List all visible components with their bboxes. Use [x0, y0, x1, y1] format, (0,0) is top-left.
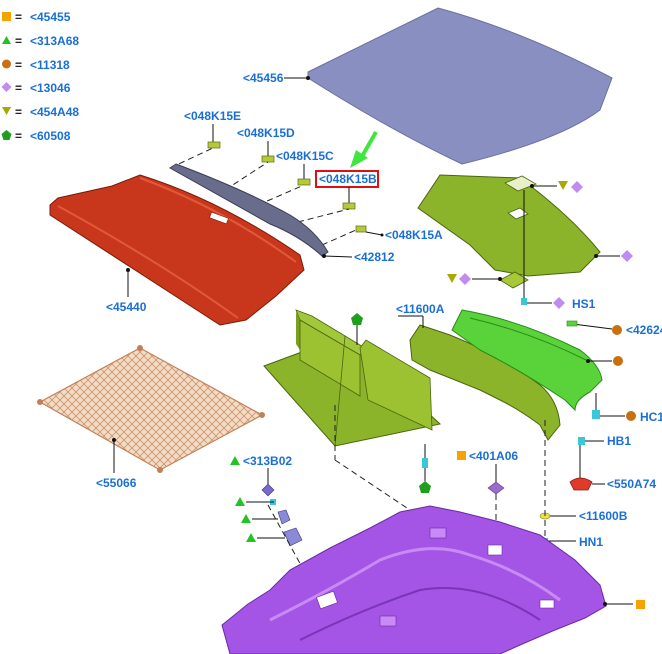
- orange-circle-icon: [2, 59, 11, 69]
- green-pentagon-icon: [351, 313, 363, 325]
- label-hn1[interactable]: HN1: [579, 535, 603, 549]
- green-arrow-icon: [350, 131, 378, 168]
- lilac-diamond-icon: [553, 297, 565, 309]
- label-hb1[interactable]: HB1: [607, 434, 631, 448]
- label-reinforcement[interactable]: <11600A: [396, 302, 445, 316]
- hc1-fastener-part[interactable]: [592, 410, 600, 419]
- orange-circle-icon: [612, 325, 622, 335]
- label-clip-e[interactable]: <048K15E: [184, 109, 241, 123]
- label-part-550a74[interactable]: <550A74: [607, 477, 656, 491]
- cover-strip-part[interactable]: [169, 163, 329, 257]
- label-cargo-net[interactable]: <55066: [96, 476, 137, 490]
- legend-item-circle: = <11318: [2, 58, 70, 72]
- green-triangle-icon: [230, 456, 240, 465]
- part-550a74[interactable]: [569, 477, 593, 491]
- floor-board-part[interactable]: [263, 309, 442, 447]
- green-triangle-icon: [246, 533, 256, 542]
- clip-c-part[interactable]: [297, 178, 311, 186]
- orange-square-icon: [457, 451, 466, 460]
- label-part-313b02[interactable]: <313B02: [243, 454, 292, 468]
- hs1-fastener-part[interactable]: [521, 298, 527, 305]
- green-pentagon-icon: [419, 481, 431, 493]
- green-triangle-icon: [241, 514, 251, 523]
- legend-eq: =: [15, 81, 22, 95]
- legend-eq: =: [15, 34, 22, 48]
- legend-item-diamond: = <13046: [1, 81, 71, 95]
- legend-code: <313A68: [30, 34, 79, 48]
- legend-item-triangle: = <313A68: [2, 34, 79, 48]
- clip-e-part[interactable]: [207, 141, 221, 149]
- fastener-part[interactable]: [422, 458, 428, 468]
- legend-code: <13046: [30, 81, 71, 95]
- legend-eq: =: [15, 58, 22, 72]
- orange-circle-icon: [613, 356, 623, 366]
- legend-eq: =: [15, 105, 22, 119]
- label-clip-a[interactable]: <048K15A: [385, 228, 443, 242]
- label-clip-c[interactable]: <048K15C: [276, 149, 334, 163]
- legend-code: <60508: [30, 129, 71, 143]
- legend-code: <454A48: [30, 105, 79, 119]
- legend-code: <45455: [30, 10, 71, 24]
- roof-panel-part[interactable]: [307, 7, 613, 165]
- floor-pan-part[interactable]: [221, 505, 607, 654]
- part-313b02[interactable]: [261, 483, 275, 497]
- label-clip-b[interactable]: <048K15B: [319, 172, 377, 186]
- clip-part[interactable]: [283, 527, 303, 547]
- lilac-diamond-icon: [571, 181, 583, 193]
- label-part-11600b[interactable]: <11600B: [579, 509, 628, 523]
- legend-item-square: = <45455: [2, 10, 71, 24]
- highlight-box: [315, 170, 379, 188]
- orange-square-icon: [2, 12, 11, 21]
- label-load-cover[interactable]: <45440: [106, 300, 147, 314]
- bright-green-panel-part[interactable]: [451, 309, 603, 412]
- green-triangle-icon: [2, 36, 11, 44]
- legend-eq: =: [15, 10, 22, 24]
- legend-item-pentagon: = <60508: [1, 129, 71, 143]
- orange-square-icon: [636, 600, 645, 609]
- olive-triangle-down-icon: [447, 274, 457, 283]
- clip-part[interactable]: [277, 509, 291, 525]
- lilac-diamond-icon: [621, 250, 633, 262]
- legend-item-triangle-down: = <454A48: [2, 105, 79, 119]
- legend: = <45455 = <313A68 = <11318 = <13046 = <…: [1, 10, 79, 143]
- rear-shelf-panel-part[interactable]: [417, 174, 601, 289]
- label-cover-strip[interactable]: <42812: [354, 250, 395, 264]
- label-roof-panel[interactable]: <45456: [243, 71, 284, 85]
- olive-triangle-down-icon: [558, 181, 568, 190]
- legend-code: <11318: [30, 58, 70, 72]
- lilac-diamond-icon: [459, 273, 471, 285]
- cargo-net-part[interactable]: [37, 345, 265, 473]
- clip-a-part[interactable]: [355, 225, 367, 233]
- lilac-diamond-icon: [1, 82, 12, 92]
- label-clip-d[interactable]: <048K15D: [237, 126, 295, 140]
- load-cover-part[interactable]: [49, 174, 305, 326]
- label-hc1[interactable]: HC1: [640, 410, 662, 424]
- part-401a06[interactable]: [487, 481, 505, 495]
- legend-eq: =: [15, 129, 22, 143]
- olive-triangle-down-icon: [2, 107, 11, 115]
- label-hs1[interactable]: HS1: [572, 297, 596, 311]
- hb1-fastener-part[interactable]: [578, 437, 585, 445]
- label-part-401a06[interactable]: <401A06: [469, 449, 518, 463]
- green-pentagon-icon: [1, 130, 12, 140]
- clip-b-part[interactable]: [342, 202, 356, 210]
- orange-circle-icon: [626, 411, 636, 421]
- clip-d-part[interactable]: [261, 155, 275, 163]
- green-triangle-icon: [235, 497, 245, 506]
- label-part-42624[interactable]: <42624: [626, 323, 662, 337]
